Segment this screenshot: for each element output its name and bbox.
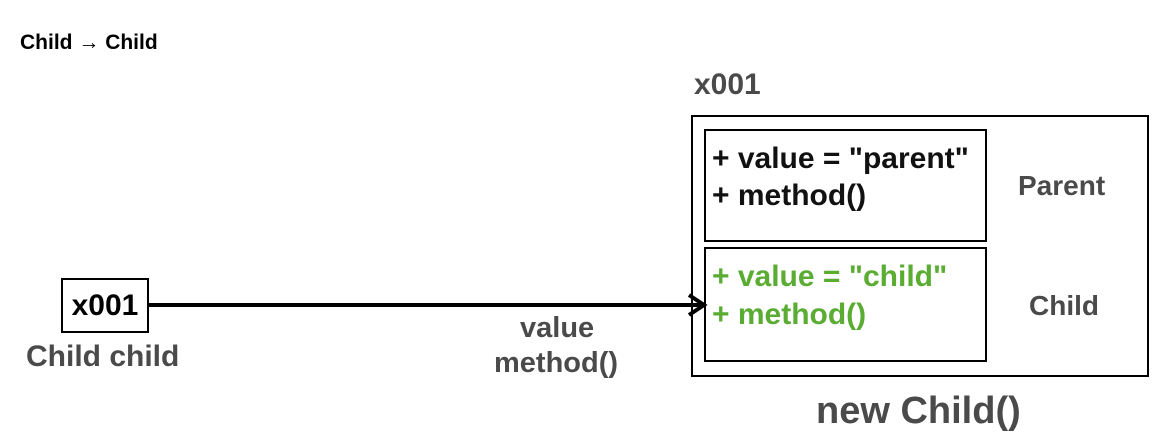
access-member-value: value — [520, 312, 595, 344]
child-value-field: + value = "child" — [712, 260, 948, 293]
parent-value-field: + value = "parent" — [712, 142, 969, 175]
heading-arrow: → — [78, 31, 100, 54]
parent-section-label: Parent — [1018, 170, 1106, 201]
instance-address: x001 — [694, 68, 761, 101]
arrow-head — [687, 293, 708, 317]
heading-to: Child — [105, 31, 158, 54]
instance-box — [691, 115, 1149, 377]
parent-section-box — [704, 129, 987, 242]
reference-value: x001 — [71, 288, 139, 322]
constructor-label: new Child() — [816, 390, 1021, 432]
child-method: + method() — [712, 298, 867, 331]
heading-from: Child — [20, 31, 73, 54]
diagram-heading: Child → Child — [20, 31, 158, 55]
reference-box: x001 — [61, 278, 149, 333]
access-member-method: method() — [494, 347, 619, 379]
reference-declaration: Child child — [26, 340, 180, 373]
parent-method: + method() — [712, 179, 867, 212]
child-section-label: Child — [1029, 290, 1099, 321]
